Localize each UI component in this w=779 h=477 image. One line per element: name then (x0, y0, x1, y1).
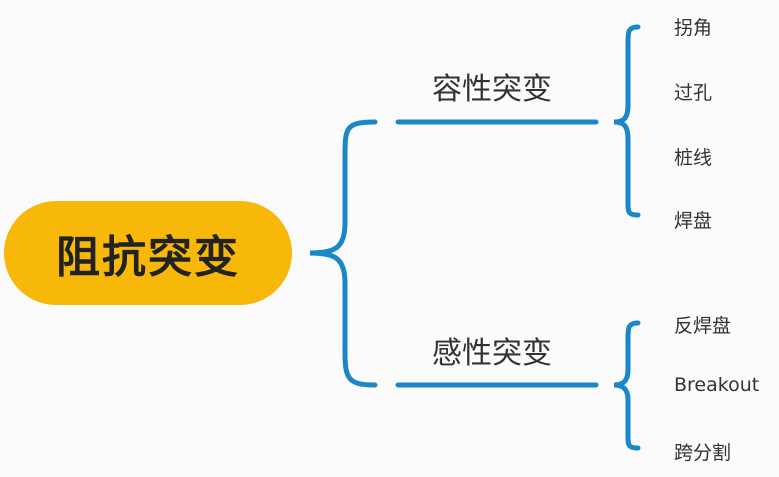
leaf-label: 反焊盘 (674, 315, 732, 337)
leaf-label: 拐角 (674, 17, 713, 39)
leaf-brace-capacitive (613, 24, 641, 218)
branch-label-capacitive: 容性突变 (432, 72, 552, 107)
root-label: 阻抗突变 (56, 232, 240, 283)
root-brace (309, 119, 378, 388)
branch-label-inductive: 感性突变 (432, 336, 552, 371)
leaf-label: 桩线 (674, 147, 713, 169)
leaf-label: 跨分割 (674, 442, 732, 464)
leaf-label: Breakout (674, 374, 760, 396)
leaf-brace-inductive (613, 320, 641, 451)
leaf-label: 过孔 (674, 82, 713, 104)
root-node: 阻抗突变 (4, 201, 292, 305)
leaf-label: 焊盘 (674, 210, 713, 232)
